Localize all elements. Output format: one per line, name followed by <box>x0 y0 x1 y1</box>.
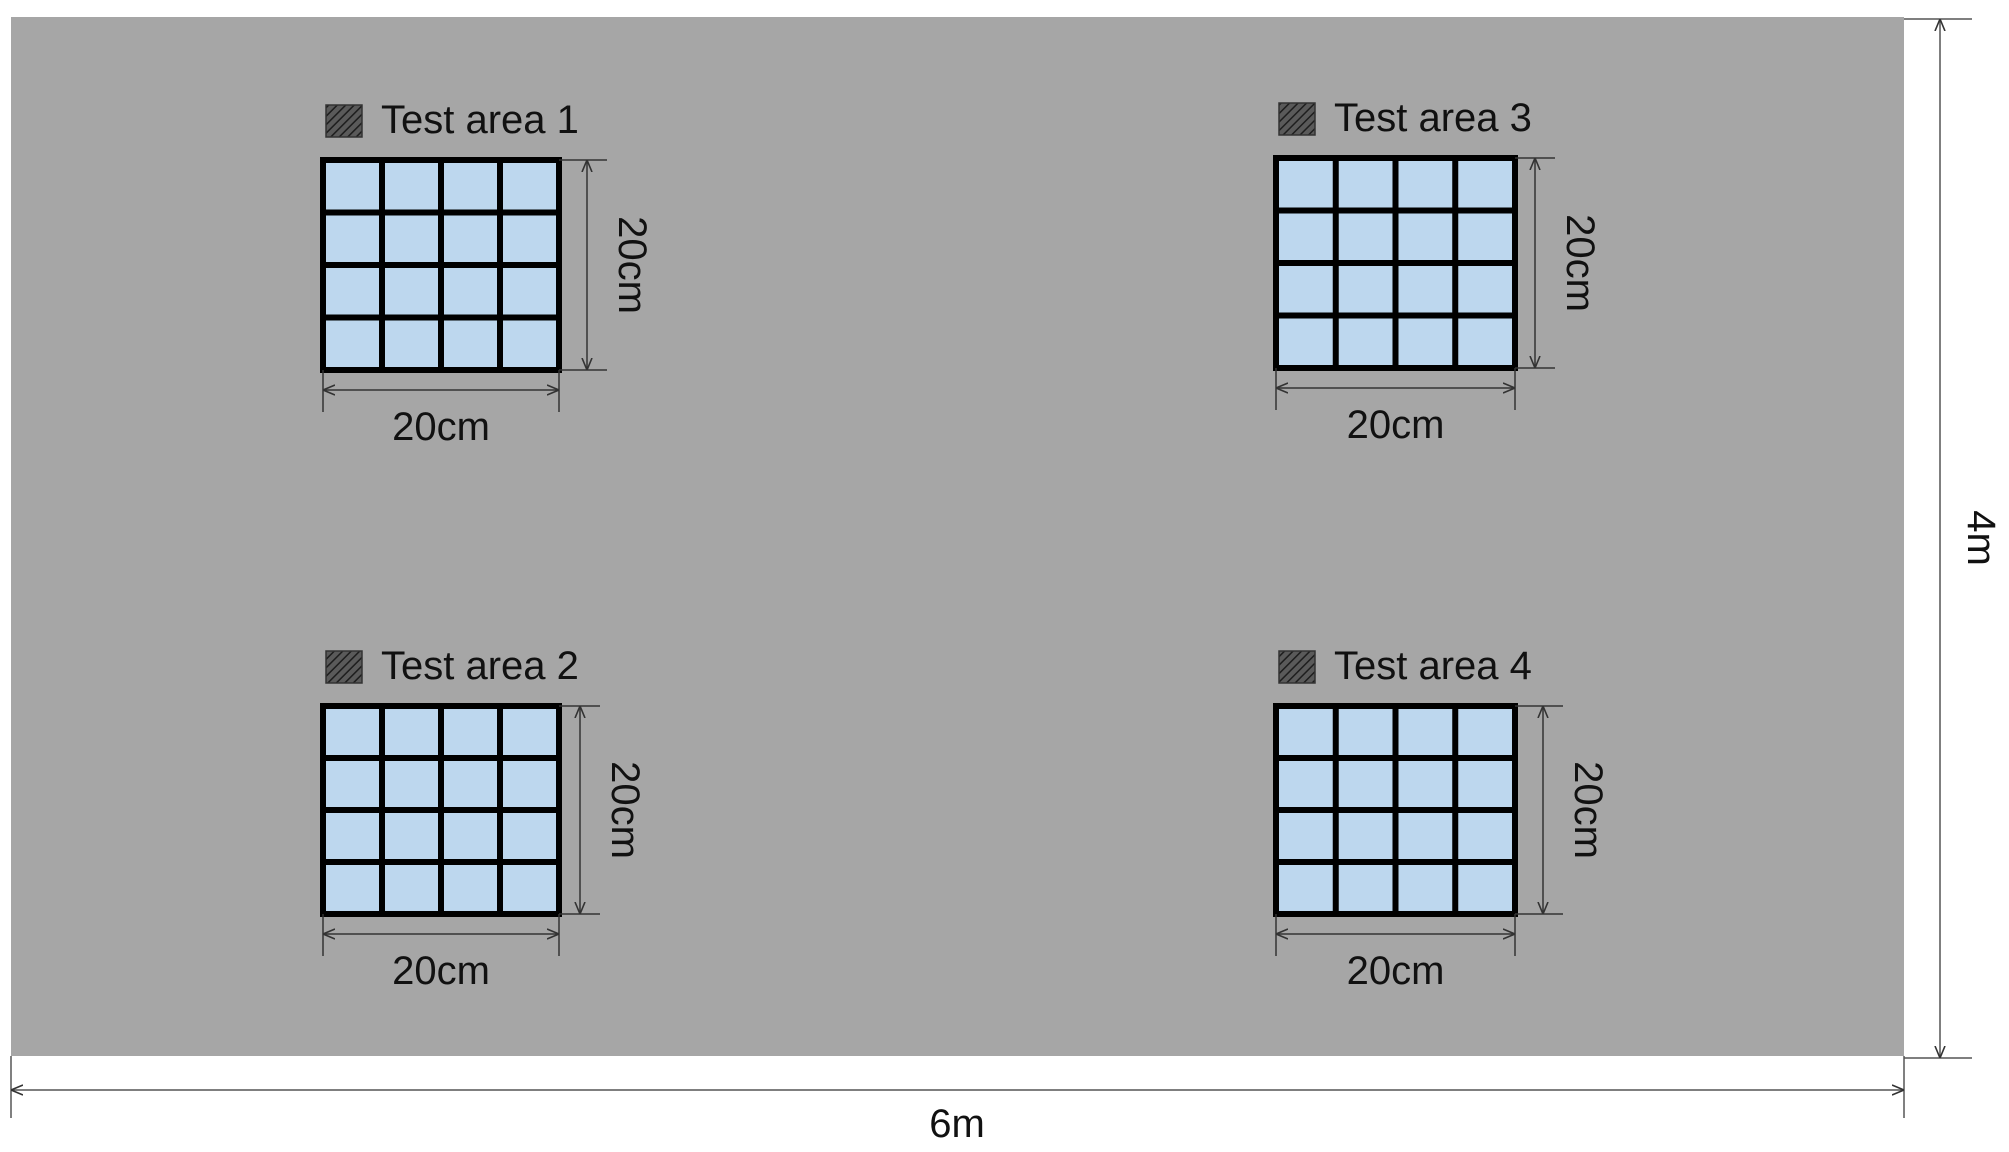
hatched-square-icon <box>325 104 363 138</box>
width-label: 20cm <box>1347 403 1445 447</box>
test-area-title: Test area 3 <box>1334 96 1532 140</box>
hatched-square-icon <box>325 650 363 684</box>
floor-height-dimension: 4m <box>1904 18 2003 1059</box>
test-area-title: Test area 1 <box>381 98 579 142</box>
test-area-1: Test area 1 20cm 20cm <box>320 98 654 449</box>
floor-height-label: 4m <box>1959 510 2003 566</box>
test-area-title: Test area 4 <box>1334 644 1532 688</box>
floor-area <box>11 17 1904 1056</box>
floor-width-label: 6m <box>929 1102 985 1146</box>
height-label: 20cm <box>1566 761 1610 859</box>
test-area-3: Test area 3 20cm 20cm <box>1273 96 1602 447</box>
width-label: 20cm <box>392 949 490 993</box>
width-label: 20cm <box>1347 949 1445 993</box>
floor-width-dimension: 6m <box>10 1056 1905 1146</box>
height-label: 20cm <box>610 216 654 314</box>
test-area-4: Test area 4 20cm 20cm <box>1273 644 1610 993</box>
height-label: 20cm <box>603 761 647 859</box>
height-label: 20cm <box>1558 214 1602 312</box>
test-area-title: Test area 2 <box>381 644 579 688</box>
hatched-square-icon <box>1278 650 1316 684</box>
test-area-2: Test area 2 20cm 20cm <box>320 644 647 993</box>
hatched-square-icon <box>1278 102 1316 136</box>
width-label: 20cm <box>392 405 490 449</box>
